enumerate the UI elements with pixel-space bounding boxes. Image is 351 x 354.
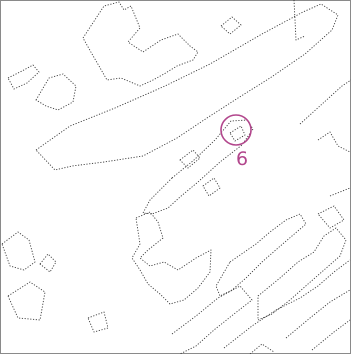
parcel-lower-right-4 xyxy=(223,259,351,349)
marker-circle xyxy=(220,114,252,146)
parcel-lower-right-3 xyxy=(171,285,253,354)
parcel-lower-left-3 xyxy=(7,281,46,321)
parcel-right-upper xyxy=(317,131,351,153)
parcel-top-small xyxy=(220,16,242,35)
parcel-right-strip xyxy=(299,79,351,125)
parcel-lower-left-1 xyxy=(1,231,36,271)
marker-label: 6 xyxy=(236,148,248,170)
parcel-right-block xyxy=(329,187,351,197)
parcel-lower-right-5 xyxy=(285,289,351,339)
plot-marker[interactable]: 6 xyxy=(220,114,252,170)
parcel-center-left xyxy=(131,211,212,305)
parcel-lower-right-2 xyxy=(257,227,347,321)
parcel-small-2 xyxy=(202,177,221,197)
parcel-lower-right-6 xyxy=(311,319,351,351)
parcel-small-1 xyxy=(179,149,201,169)
parcel-lower-right-7 xyxy=(249,343,275,354)
parcel-lower-left-4 xyxy=(87,311,109,333)
parcel-left-mid xyxy=(35,73,77,111)
parcel-small-3 xyxy=(229,125,246,142)
parcel-top-cluster xyxy=(82,1,199,87)
parcel-road-band xyxy=(35,3,339,171)
parcel-lower-right-8 xyxy=(317,205,345,229)
parcel-lower-right-1 xyxy=(215,213,307,297)
parcel-top-right xyxy=(293,0,306,41)
parcel-left-upper xyxy=(7,64,40,90)
parcel-lower-left-2 xyxy=(39,253,57,273)
